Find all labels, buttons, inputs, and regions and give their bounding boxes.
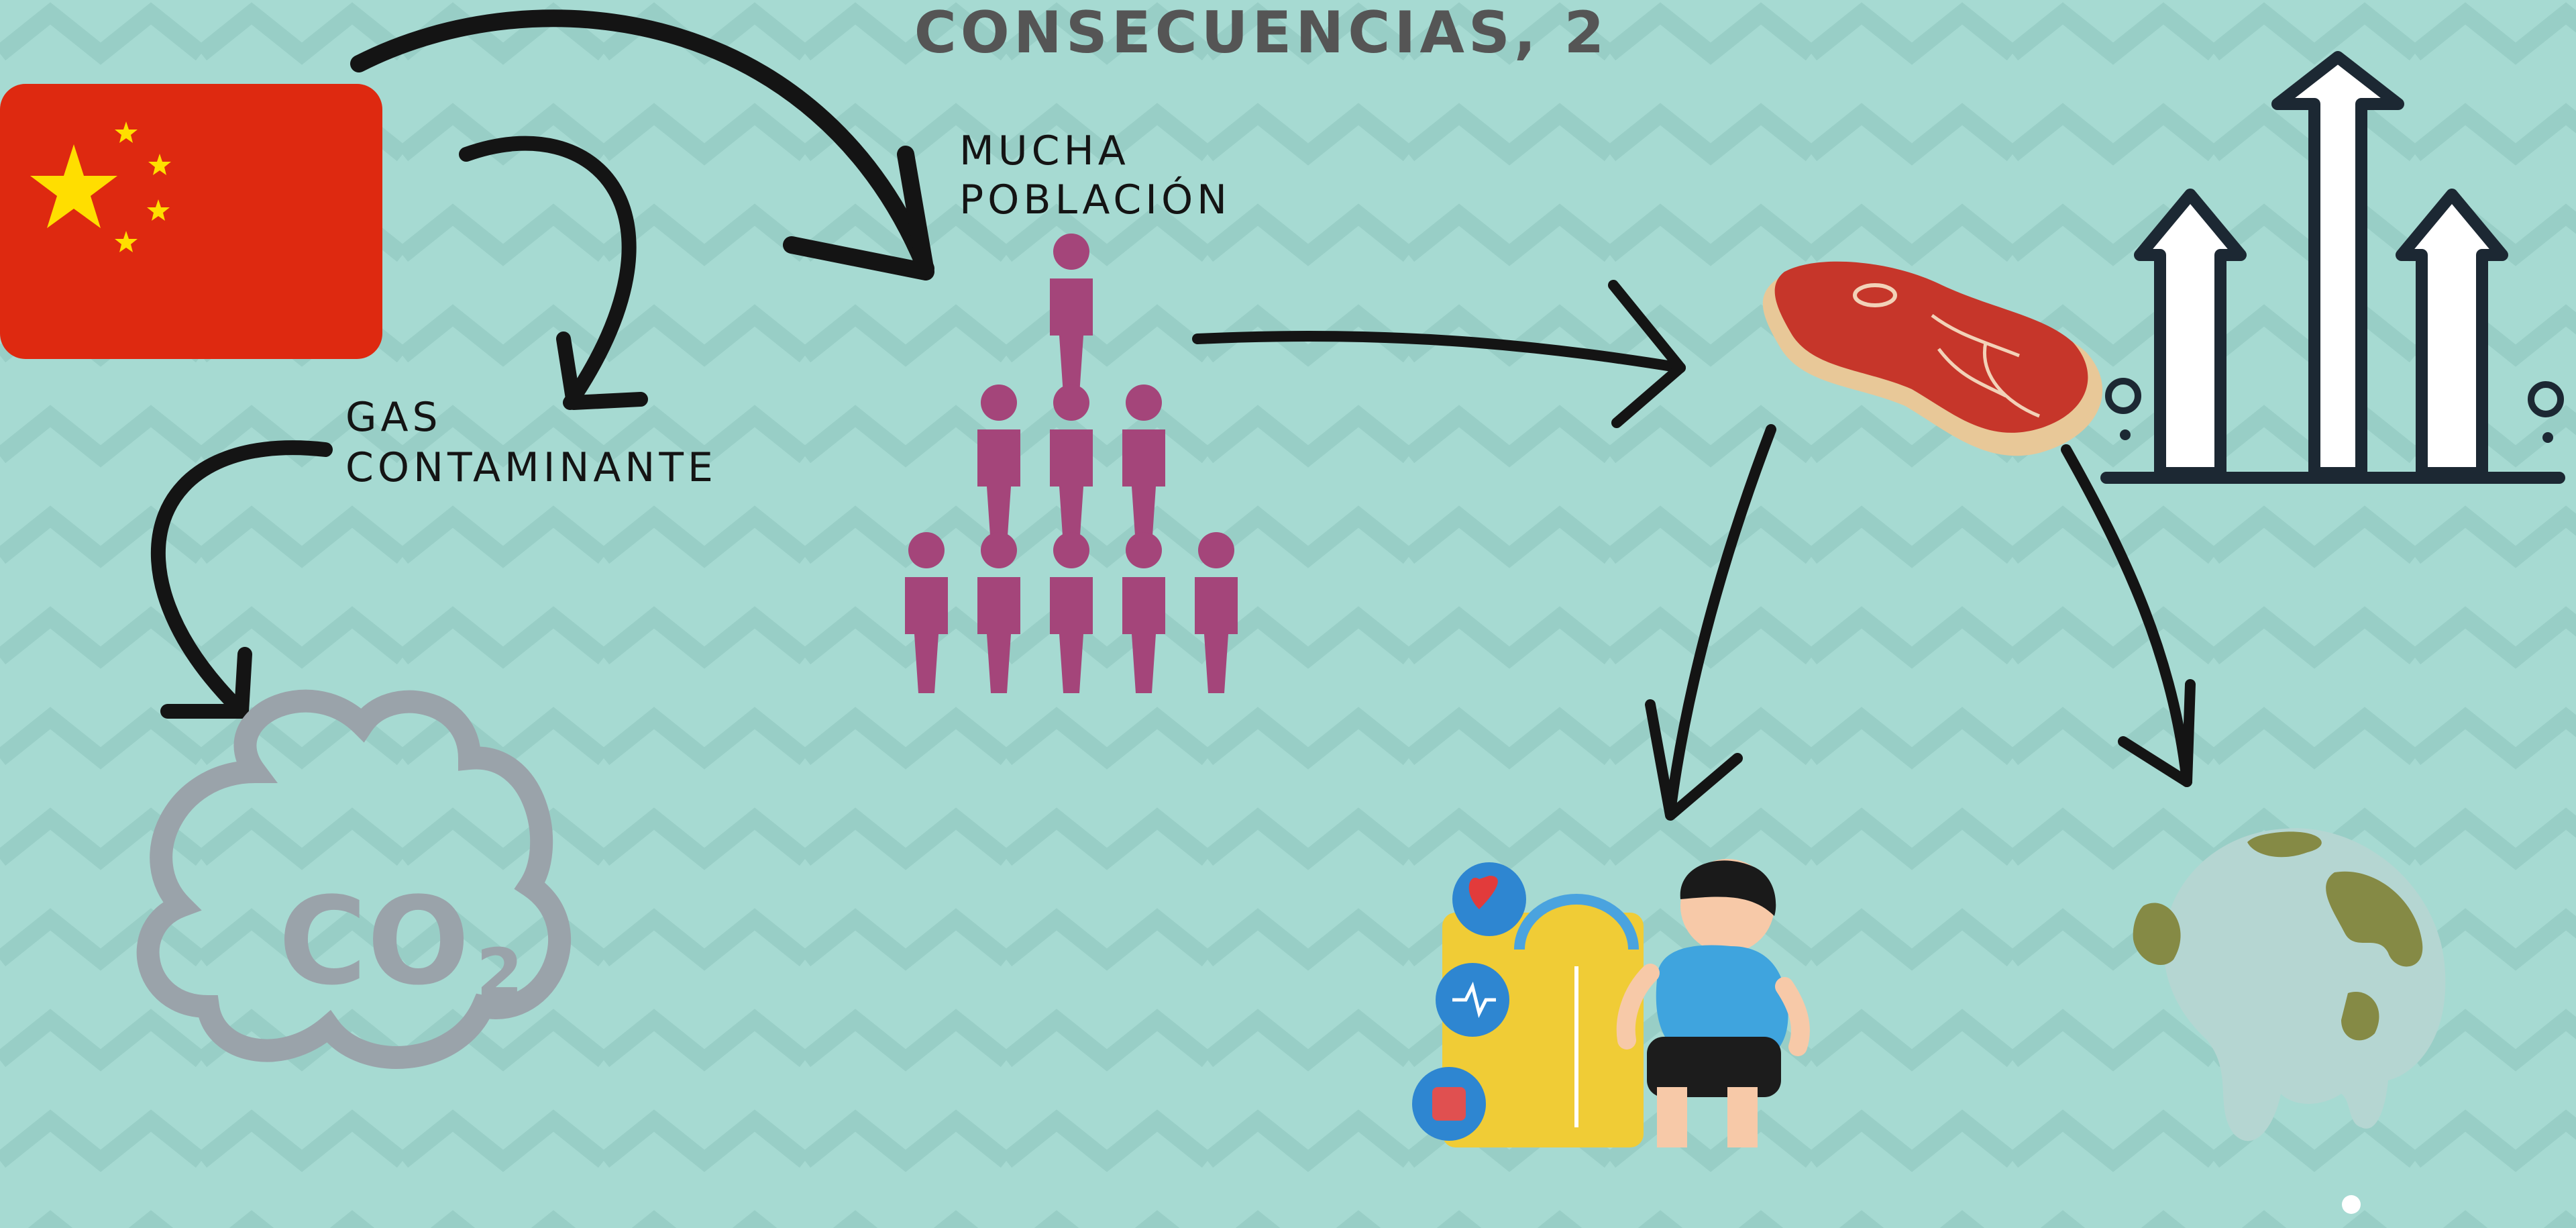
person-figure (1122, 532, 1165, 693)
arrow-meat-to-obesity (1665, 424, 1776, 817)
co2-cloud-icon: CO 2 (136, 689, 572, 1069)
rising-arrows-icon (2100, 51, 2565, 484)
population-pyramid-icon (905, 234, 1238, 693)
person-figure (1195, 532, 1238, 693)
gas-label-line1: GAS (345, 394, 442, 441)
person-figure (1050, 234, 1093, 395)
person-figure (905, 532, 948, 693)
person-figure (1050, 385, 1093, 546)
person-figure (977, 385, 1020, 546)
arrow-flag-to-population (350, 9, 934, 277)
population-label-line2: POBLACIÓN (959, 176, 1231, 223)
china-flag (0, 84, 382, 359)
arrow-flag-to-gas (459, 136, 637, 410)
meat-steak-icon (1762, 261, 2103, 456)
arrow-meat-to-earth (2061, 444, 2192, 787)
gas-label-line2: CONTAMINANTE (345, 444, 717, 491)
person-figure (977, 532, 1020, 693)
co2-subscript: 2 (476, 934, 523, 1013)
co2-text: CO (278, 872, 470, 1012)
person-figure (1122, 385, 1165, 546)
melting-earth-icon (2133, 828, 2446, 1214)
arrow-gas-to-co2 (150, 440, 333, 715)
population-label-line1: MUCHA (959, 127, 1130, 174)
page-title: CONSECUENCIAS, 2 (914, 0, 1609, 66)
obesity-health-icon (1412, 859, 1810, 1147)
arrow-population-to-meat (1192, 330, 1686, 373)
arrows (150, 9, 2196, 821)
person-figure (1050, 532, 1093, 693)
